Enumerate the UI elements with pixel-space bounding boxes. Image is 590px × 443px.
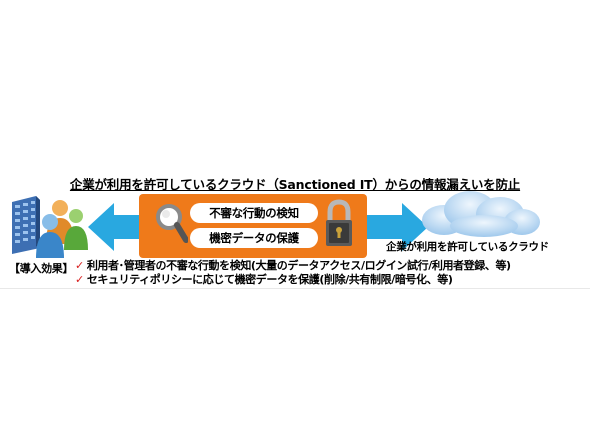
users-icon xyxy=(36,200,88,258)
page-title: 企業が利用を許可しているクラウド（Sanctioned IT）からの情報漏えいを… xyxy=(69,177,521,192)
divider xyxy=(0,288,590,289)
cloud-icon xyxy=(422,191,540,237)
effect-item-text: セキュリティポリシーに応じて機密データを保護(削除/共有制限/暗号化、等) xyxy=(86,273,453,286)
building-icon xyxy=(12,196,40,254)
enterprise-users-icon xyxy=(12,196,88,258)
magnifier-icon xyxy=(156,204,188,243)
effect-item: ✓利用者･管理者の不審な行動を検知(大量のデータアクセス/ログイン試行/利用者登… xyxy=(75,257,511,273)
effect-heading: 【導入効果】 xyxy=(9,262,74,275)
protect-confidential-data-label: 機密データの保護 xyxy=(190,228,318,248)
checkmark-icon: ✓ xyxy=(75,259,84,272)
effect-item: ✓セキュリティポリシーに応じて機密データを保護(削除/共有制限/暗号化、等) xyxy=(75,271,453,287)
detect-suspicious-behavior-label: 不審な行動の検知 xyxy=(190,203,318,223)
effect-item-text: 利用者･管理者の不審な行動を検知(大量のデータアクセス/ログイン試行/利用者登録… xyxy=(86,259,511,272)
checkmark-icon: ✓ xyxy=(75,273,84,286)
sanctioned-cloud-label: 企業が利用を許可しているクラウド xyxy=(386,241,549,253)
lock-icon xyxy=(326,199,352,246)
